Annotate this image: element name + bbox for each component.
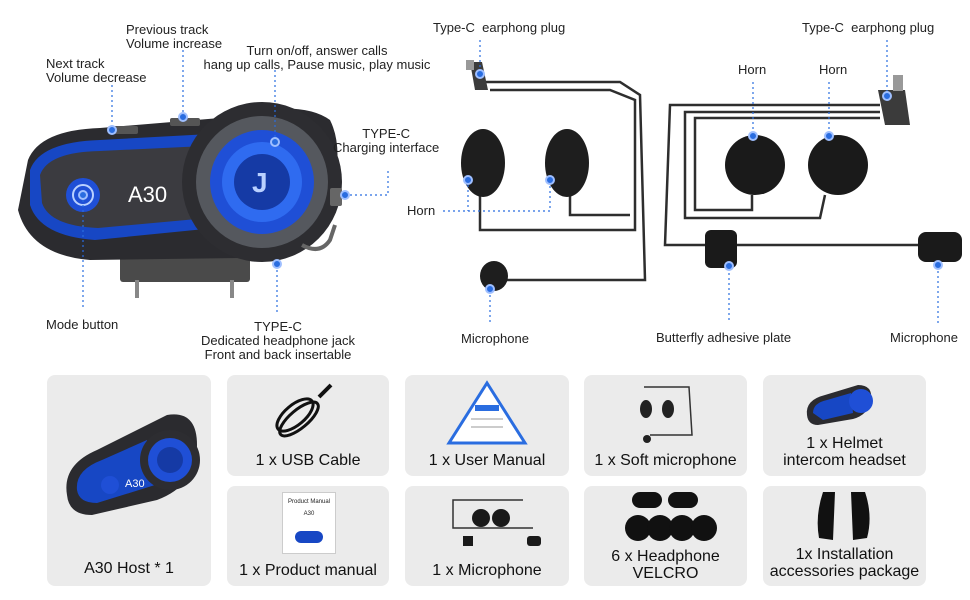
- label-right-horn-a: Horn: [738, 62, 767, 77]
- label-next-track: Next track Volume decrease: [46, 56, 147, 85]
- card-helmet: 1 x Helmet intercom headset: [763, 375, 926, 476]
- svg-text:A30: A30: [125, 478, 145, 490]
- label-typec-charging: TYPE-C Charging interface: [333, 126, 440, 155]
- accessories-caption: 1x Installation accessories package: [769, 546, 920, 580]
- card-soft-mic: 1 x Soft microphone: [584, 375, 747, 476]
- card-user-manual: 1 x User Manual: [405, 375, 569, 476]
- label-headphone-jack: TYPE-C Dedicated headphone jack Front an…: [201, 319, 355, 362]
- usb-caption: 1 x USB Cable: [255, 452, 361, 469]
- host-image: A30: [66, 414, 200, 515]
- card-microphone: 1 x Microphone: [405, 486, 569, 586]
- label-right-microphone: Microphone: [890, 330, 958, 345]
- helmet-caption: 1 x Helmet intercom headset: [783, 435, 906, 469]
- product-manual-booklet: Product Manual A30: [282, 492, 336, 554]
- product-manual-caption: 1 x Product manual: [239, 562, 377, 579]
- velcro-pads-icon: [625, 492, 717, 541]
- card-usb: 1 x USB Cable: [227, 375, 389, 476]
- label-middle-horn: Horn: [407, 203, 436, 218]
- microphone-kit-icon: [452, 499, 541, 546]
- svg-text:A30: A30: [128, 182, 167, 207]
- usb-cable-icon: [275, 383, 333, 438]
- soft-mic-icon: [640, 386, 693, 443]
- helmet-headset-icon: [806, 385, 873, 425]
- certificate-icon: [446, 380, 528, 445]
- product-manual-cover-title: Product Manual: [287, 499, 331, 505]
- soft-mic-caption: 1 x Soft microphone: [594, 452, 737, 469]
- label-power: Turn on/off, answer calls hang up calls,…: [203, 43, 431, 72]
- user-manual-caption: 1 x User Manual: [428, 452, 546, 469]
- a30-device: J A30: [18, 102, 342, 298]
- diagram-overlay: J A30: [18, 40, 962, 325]
- product-manual-cover-model: A30: [303, 511, 315, 517]
- card-velcro: 6 x Headphone VELCRO: [584, 486, 747, 586]
- label-right-horn-b: Horn: [819, 62, 848, 77]
- host-caption: A30 Host * 1: [84, 560, 174, 577]
- label-mode-button: Mode button: [46, 317, 119, 332]
- label-middle-microphone: Microphone: [461, 331, 529, 346]
- label-right-plug: Type-C earphong plug: [802, 20, 935, 35]
- velcro-caption: 6 x Headphone VELCRO: [611, 548, 720, 582]
- label-middle-plug: Type-C earphong plug: [433, 20, 566, 35]
- mounting-brackets-icon: [817, 492, 870, 540]
- microphone-caption: 1 x Microphone: [432, 562, 542, 579]
- svg-text:J: J: [252, 167, 268, 198]
- card-product-manual: Product Manual A30 1 x Product manual: [227, 486, 389, 586]
- hard-microphone-kit: [663, 75, 962, 268]
- label-previous-track: Previous track Volume increase: [126, 22, 223, 51]
- label-adhesive-plate: Butterfly adhesive plate: [656, 330, 792, 345]
- card-host: A30 A30 Host * 1: [47, 375, 211, 586]
- soft-microphone-kit: [461, 60, 647, 291]
- card-accessories: 1x Installation accessories package: [763, 486, 926, 586]
